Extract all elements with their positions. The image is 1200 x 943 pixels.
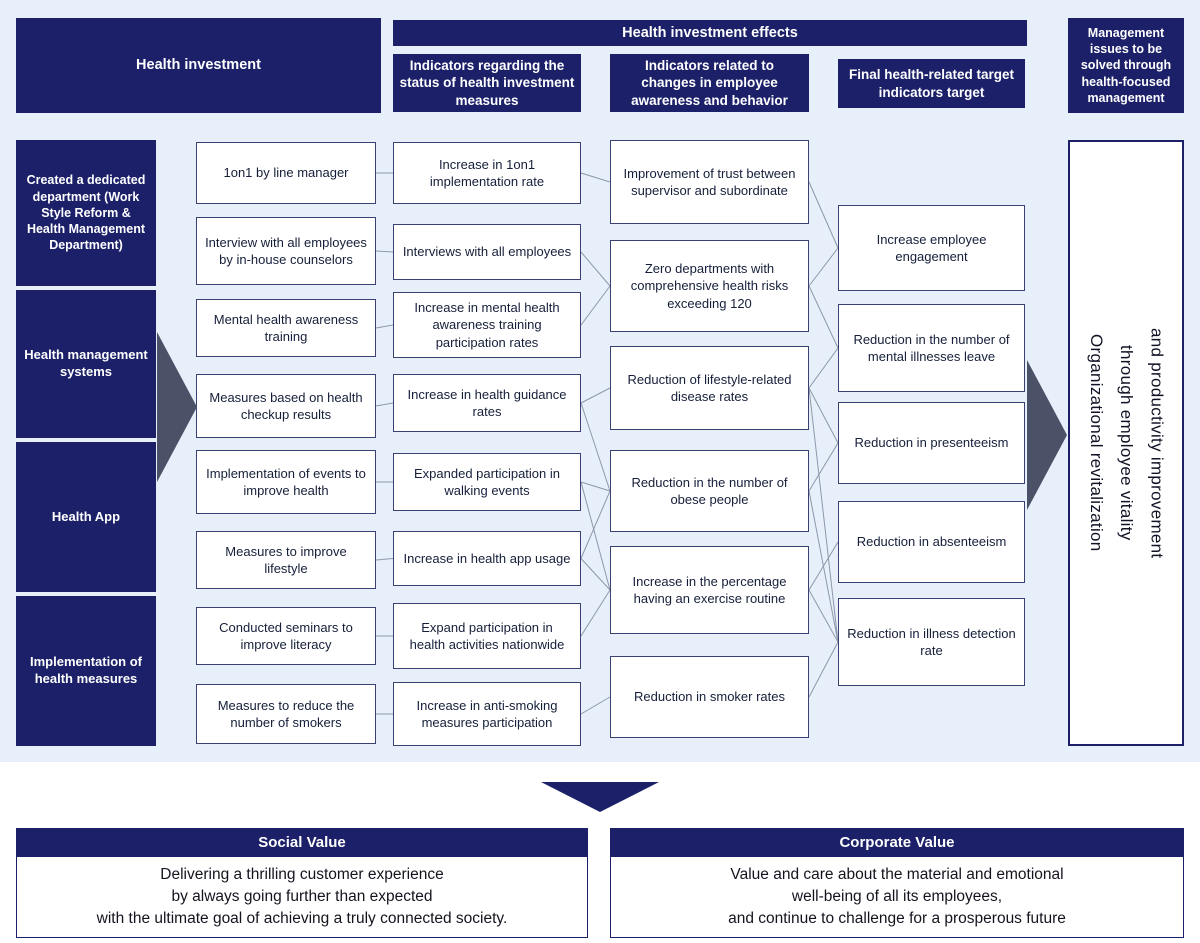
status-indicator-box: Interviews with all employees	[393, 224, 581, 280]
behavior-indicator-box: Improvement of trust between supervisor …	[610, 140, 809, 224]
corporate-value-body: Value and care about the material and em…	[610, 856, 1184, 938]
outcome-line: Organizational revitalization	[1086, 334, 1106, 552]
outcome-vertical-text: Organizational revitalization through em…	[1081, 328, 1172, 558]
outcome-box: Organizational revitalization through em…	[1068, 140, 1184, 746]
management-issues-header: Management issues to be solved through h…	[1068, 18, 1184, 113]
status-indicator-box: Increase in 1on1 implementation rate	[393, 142, 581, 204]
status-indicator-box: Expanded participation in walking events	[393, 453, 581, 511]
target-indicators-header: Final health-related target indicators t…	[838, 59, 1025, 108]
behavior-indicators-header: Indicators related to changes in employe…	[610, 54, 809, 112]
social-value-body: Delivering a thrilling customer experien…	[16, 856, 588, 938]
measure-box: Implementation of events to improve heal…	[196, 450, 376, 514]
investment-category-box: Health management systems	[16, 290, 156, 438]
social-value-line: by always going further than expected	[171, 888, 433, 906]
behavior-indicator-box: Reduction in the number of obese people	[610, 450, 809, 532]
status-indicator-box: Increase in mental health awareness trai…	[393, 292, 581, 358]
down-arrow-icon	[541, 782, 659, 812]
corporate-value-header: Corporate Value	[610, 828, 1184, 856]
social-value-line: with the ultimate goal of achieving a tr…	[96, 909, 508, 927]
social-value-line: Delivering a thrilling customer experien…	[160, 866, 444, 884]
target-indicator-box: Reduction in illness detection rate	[838, 598, 1025, 686]
target-indicator-box: Reduction in absenteeism	[838, 501, 1025, 583]
corporate-value-line: well-being of all its employees,	[791, 888, 1003, 906]
investment-category-box: Created a dedicated department (Work Sty…	[16, 140, 156, 286]
outcome-line: and productivity improvement	[1147, 327, 1167, 559]
measure-box: Measures to improve lifestyle	[196, 531, 376, 589]
status-indicator-box: Expand participation in health activitie…	[393, 603, 581, 669]
health-investment-header: Health investment	[16, 18, 381, 113]
measure-box: Conducted seminars to improve literacy	[196, 607, 376, 665]
status-indicators-header: Indicators regarding the status of healt…	[393, 54, 581, 112]
social-value-header: Social Value	[16, 828, 588, 856]
target-indicator-box: Reduction in the number of mental illnes…	[838, 304, 1025, 392]
corporate-value-line: and continue to challenge for a prospero…	[728, 909, 1066, 927]
behavior-indicator-box: Zero departments with comprehensive heal…	[610, 240, 809, 332]
measure-box: Measures based on health checkup results	[196, 374, 376, 438]
target-indicator-box: Reduction in presenteeism	[838, 402, 1025, 484]
health-investment-effects-header: Health investment effects	[393, 20, 1027, 46]
measure-box: Interview with all employees by in-house…	[196, 217, 376, 285]
status-indicator-box: Increase in health app usage	[393, 531, 581, 586]
measure-box: 1on1 by line manager	[196, 142, 376, 204]
behavior-indicator-box: Increase in the percentage having an exe…	[610, 546, 809, 634]
status-indicator-box: Increase in anti-smoking measures partic…	[393, 682, 581, 746]
outcome-line: through employee vitality	[1117, 345, 1137, 541]
investment-category-box: Health App	[16, 442, 156, 592]
investment-category-box: Implementation of health measures	[16, 596, 156, 746]
measure-box: Measures to reduce the number of smokers	[196, 684, 376, 744]
behavior-indicator-box: Reduction in smoker rates	[610, 656, 809, 738]
target-indicator-box: Increase employee engagement	[838, 205, 1025, 291]
status-indicator-box: Increase in health guidance rates	[393, 374, 581, 432]
corporate-value-line: Value and care about the material and em…	[730, 866, 1064, 884]
behavior-indicator-box: Reduction of lifestyle-related disease r…	[610, 346, 809, 430]
measure-box: Mental health awareness training	[196, 299, 376, 357]
